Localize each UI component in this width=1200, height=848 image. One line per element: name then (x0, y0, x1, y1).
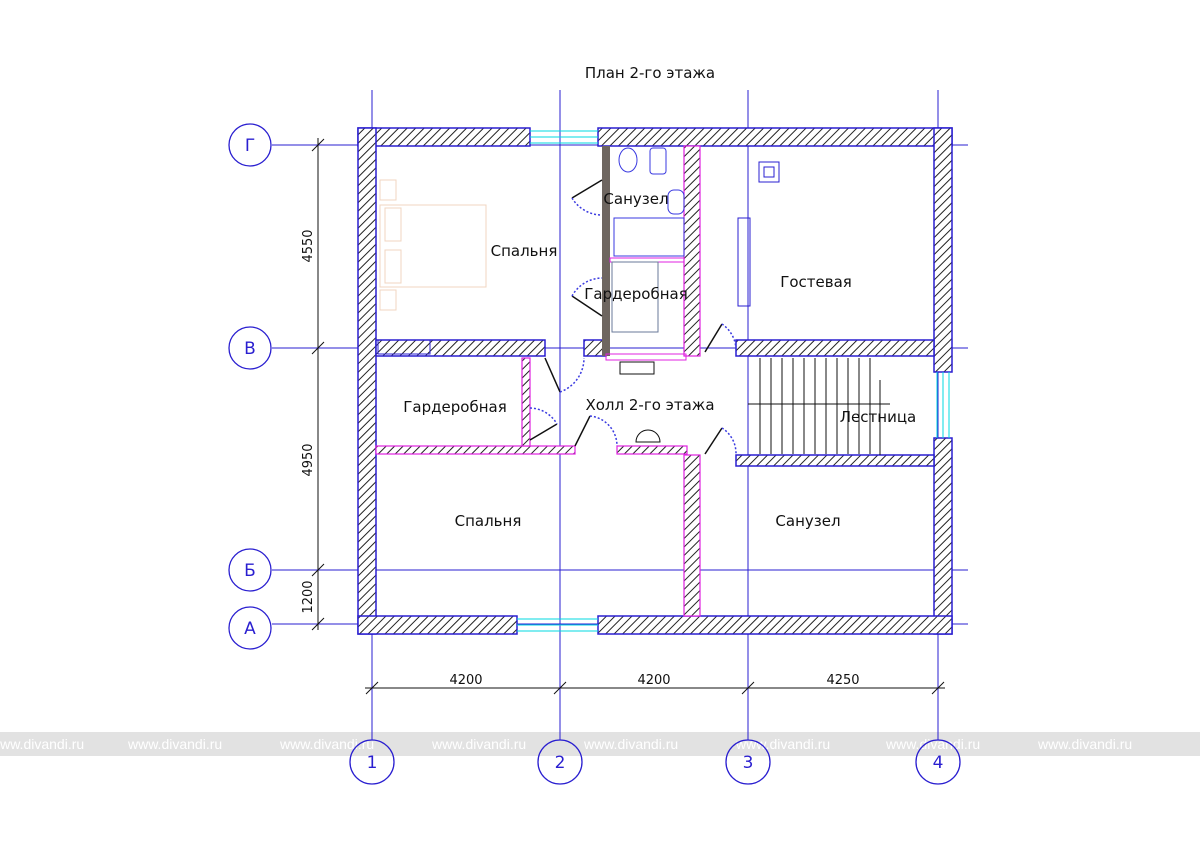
room-label-wardrobe: Гардеробная (584, 285, 687, 303)
room-label-bathroom: Санузел (603, 190, 668, 208)
room-label-stairs: Лестница (840, 408, 916, 426)
windows (517, 130, 950, 632)
room-label-bedroom: Спальня (491, 242, 558, 260)
watermark: www.divandi.ru (127, 736, 222, 752)
axis-label-col: 4 (933, 753, 944, 773)
dimension-label: 4550 (301, 229, 316, 262)
axis-label-col: 3 (743, 753, 754, 773)
room-label-wardrobe: Гардеробная (403, 398, 506, 416)
exterior-walls (357, 127, 953, 635)
furniture (377, 339, 661, 443)
staircase (748, 358, 890, 455)
axis-label-row: Г (245, 136, 255, 156)
watermark: www.divandi.ru (0, 736, 84, 752)
axis-label-col: 1 (367, 753, 378, 773)
room-label-bedroom: Спальня (455, 512, 522, 530)
dimension-label: 4250 (826, 673, 859, 688)
watermark: www.divandi.ru (431, 736, 526, 752)
dimension-label: 4200 (637, 673, 670, 688)
watermarks: www.divandi.ru www.divandi.ru www.divand… (0, 736, 1132, 752)
watermark: www.divandi.ru (279, 736, 374, 752)
horizontal-dimensions (365, 681, 945, 695)
doors (529, 179, 737, 455)
bed (379, 179, 487, 311)
room-label-bathroom: Санузел (775, 512, 840, 530)
axis-label-row: В (244, 339, 256, 359)
watermark: www.divandi.ru (1037, 736, 1132, 752)
row-axis-markers: Г В Б А (228, 123, 272, 650)
axis-label-row: А (244, 619, 256, 639)
watermark: www.divandi.ru (583, 736, 678, 752)
watermark: www.divandi.ru (735, 736, 830, 752)
room-label-hall: Холл 2-го этажа (585, 396, 714, 414)
axis-label-col: 2 (555, 753, 566, 773)
dimension-label: 4200 (449, 673, 482, 688)
watermark-band (0, 732, 1200, 756)
watermark: www.divandi.ru (885, 736, 980, 752)
dimension-label: 1200 (301, 580, 316, 613)
axis-label-row: Б (244, 561, 256, 581)
plan-title: План 2-го этажа (585, 64, 715, 82)
room-labels: Спальня Санузел Гардеробная Гостевая Гар… (403, 190, 916, 530)
vertical-dimensions (311, 138, 325, 631)
bathroom-fixtures (611, 147, 780, 333)
dimension-label: 4950 (301, 443, 316, 476)
room-label-guest: Гостевая (780, 273, 852, 291)
interior-walls (375, 145, 935, 617)
column-axis-markers: 1 2 3 4 (349, 739, 961, 785)
